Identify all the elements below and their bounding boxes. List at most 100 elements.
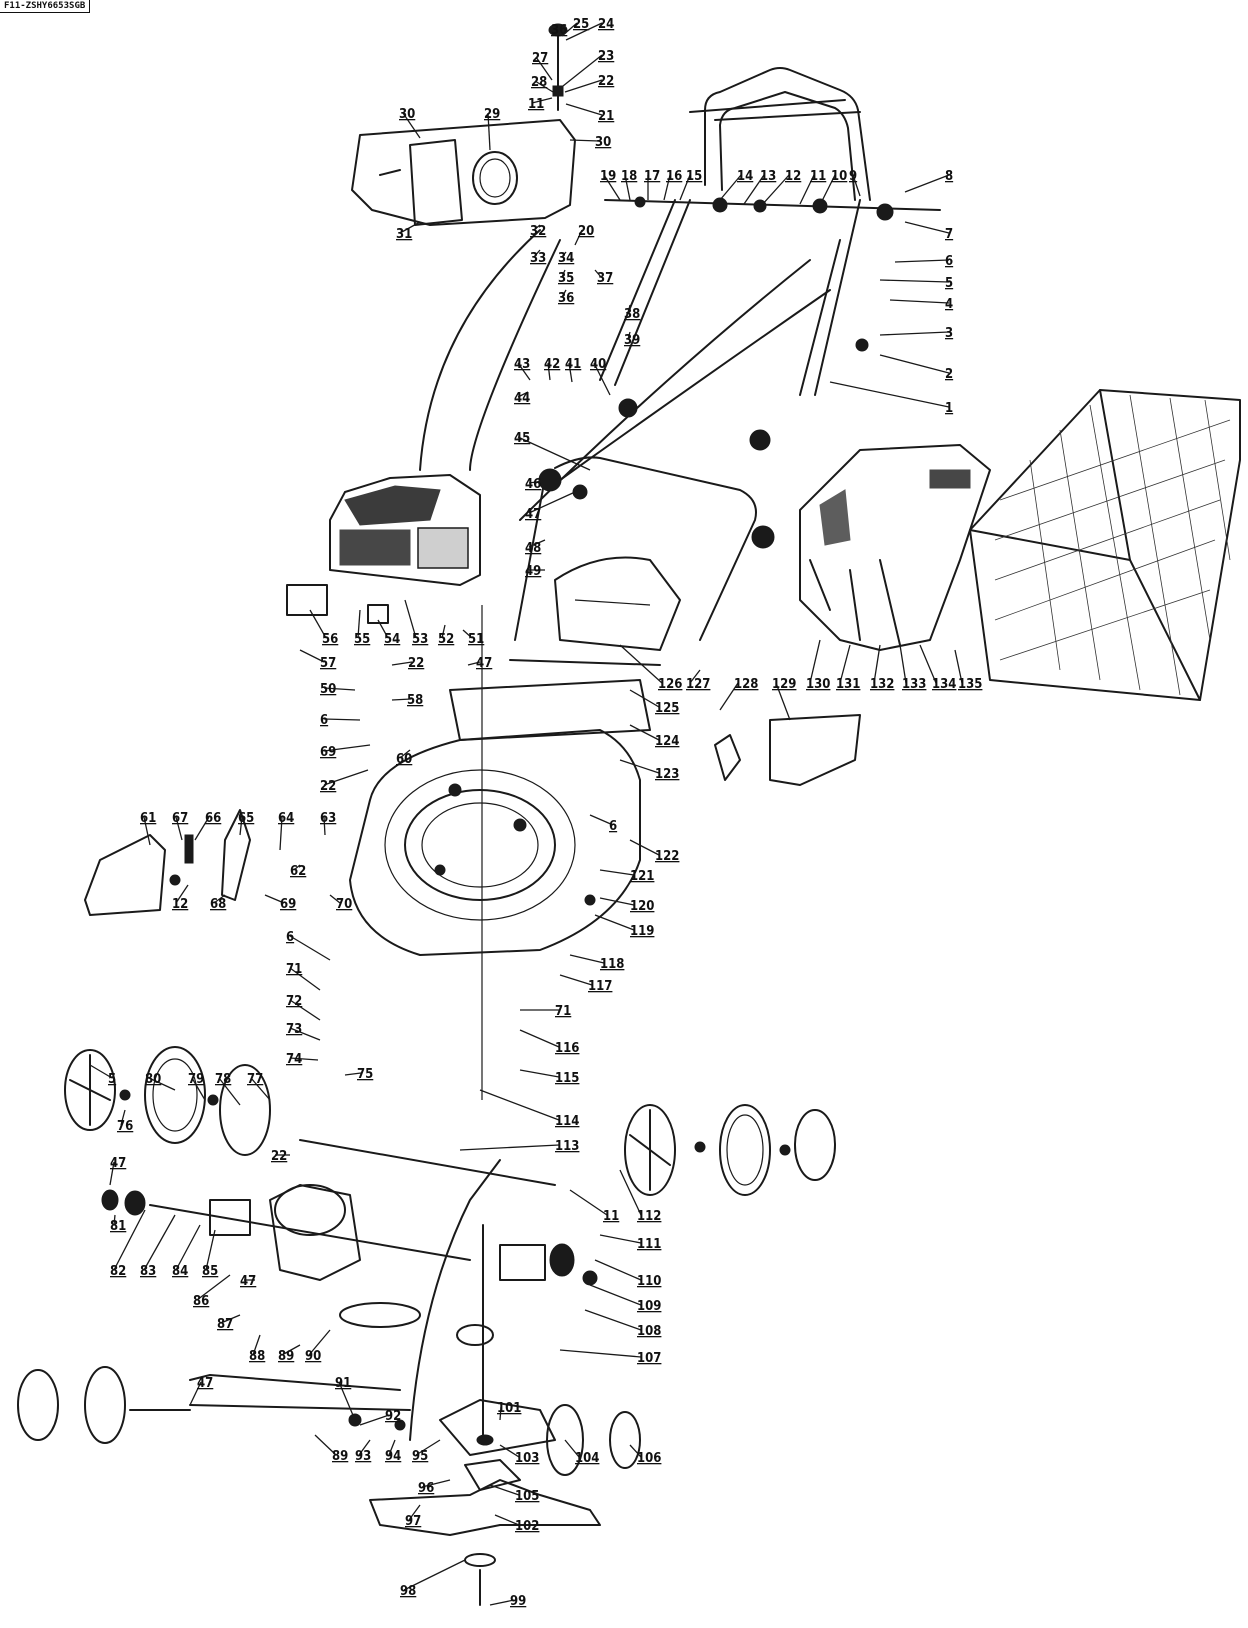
- leader-line: [919, 644, 937, 684]
- leader-line: [569, 954, 605, 964]
- callout-number: 64: [278, 811, 294, 826]
- callout-number: 18: [621, 169, 637, 184]
- leader-line: [175, 1224, 201, 1271]
- callout-number: 105: [515, 1489, 539, 1504]
- leader-line: [564, 79, 603, 93]
- leader-line: [323, 718, 361, 721]
- callout-85: 85: [202, 1229, 218, 1279]
- callout-22: 22: [271, 1149, 290, 1164]
- callout-number: 22: [320, 779, 336, 794]
- callout-number: 116: [555, 1041, 579, 1056]
- callout-number: 41: [565, 357, 581, 372]
- leader-line: [599, 1234, 642, 1244]
- callout-number: 48: [525, 541, 541, 556]
- upper-handle: [599, 67, 941, 418]
- callout-82: 82: [110, 1209, 146, 1279]
- callout-96: 96: [418, 1479, 451, 1496]
- leader-line: [629, 724, 660, 741]
- callout-78: 78: [215, 1072, 241, 1106]
- callout-number: 122: [655, 849, 679, 864]
- callout-number: 47: [110, 1156, 126, 1171]
- callout-number: 104: [575, 1451, 599, 1466]
- callout-number: 94: [385, 1449, 401, 1464]
- callout-number: 15: [686, 169, 702, 184]
- callout-number: 47: [240, 1274, 256, 1289]
- callout-number: 90: [305, 1349, 321, 1364]
- leader-line: [323, 769, 369, 786]
- leader-line: [819, 174, 836, 206]
- leader-line: [191, 1077, 206, 1101]
- callout-22: 22: [391, 656, 424, 671]
- leader-line: [519, 1029, 560, 1048]
- side-discharge: [84, 809, 251, 916]
- callout-number: 83: [140, 1264, 156, 1279]
- callout-number: 114: [555, 1114, 579, 1129]
- callout-135: 135: [954, 649, 982, 692]
- callout-number: 43: [514, 357, 530, 372]
- callout-number: 98: [400, 1584, 416, 1599]
- leader-line: [904, 174, 950, 193]
- callout-47: 47: [525, 491, 576, 522]
- leader-line: [619, 1169, 642, 1216]
- sheet-code: F11-ZSHY6653SGB: [0, 0, 91, 13]
- leader-line: [565, 22, 603, 41]
- callout-114: 114: [479, 1089, 579, 1129]
- leader-line: [594, 269, 602, 278]
- leader-line: [279, 816, 283, 851]
- leader-line: [554, 28, 559, 31]
- callout-127: 127: [686, 669, 710, 692]
- callout-92: 92: [359, 1409, 401, 1426]
- callout-103: 103: [499, 1444, 539, 1466]
- callout-number: 47: [476, 656, 492, 671]
- leader-line: [562, 54, 603, 87]
- callout-number: 9: [849, 169, 857, 184]
- leader-line: [889, 299, 950, 304]
- callout-number: 76: [117, 1119, 133, 1134]
- leader-line: [743, 174, 765, 205]
- callout-number: 65: [238, 811, 254, 826]
- fuel-cover: [554, 556, 681, 651]
- callout-number: 6: [945, 254, 953, 269]
- callout-number: 29: [484, 107, 500, 122]
- leader-line: [629, 839, 660, 856]
- callout-36: 36: [551, 23, 567, 38]
- callout-11: 11: [569, 1189, 619, 1224]
- leader-line: [293, 864, 301, 871]
- leader-line: [689, 669, 701, 684]
- callout-35: 35: [558, 269, 574, 286]
- leader-line: [528, 479, 551, 484]
- callout-number: 135: [958, 677, 982, 692]
- leader-line: [358, 1439, 371, 1456]
- callout-33: 33: [530, 249, 546, 266]
- callout-number: 38: [624, 307, 640, 322]
- callout-number: 87: [217, 1317, 233, 1332]
- callout-number: 44: [514, 391, 530, 406]
- leader-line: [559, 1349, 642, 1358]
- callout-130: 130: [806, 639, 830, 692]
- leader-line: [894, 259, 950, 263]
- callout-63: 63: [320, 811, 336, 836]
- callout-47: 47: [109, 1156, 126, 1186]
- callout-43: 43: [514, 357, 531, 381]
- callout-number: 12: [785, 169, 801, 184]
- callout-120: 120: [599, 897, 654, 914]
- callout-number: 32: [530, 224, 546, 239]
- leader-line: [494, 1514, 520, 1526]
- callout-number: 134: [932, 677, 956, 692]
- callout-65: 65: [238, 811, 254, 836]
- callout-number: 80: [145, 1072, 161, 1087]
- callout-7: 7: [904, 221, 953, 242]
- callout-number: 91: [335, 1376, 351, 1391]
- rear-wheel-left: [64, 1046, 271, 1156]
- leader-line: [239, 816, 243, 836]
- callout-number: 99: [510, 1594, 526, 1609]
- callout-number: 1: [945, 401, 953, 416]
- callout-47: 47: [467, 656, 492, 671]
- callout-69: 69: [264, 894, 296, 912]
- callout-number: 113: [555, 1139, 579, 1154]
- callout-number: 7: [945, 227, 953, 242]
- leader-line: [408, 1504, 421, 1521]
- leader-line: [289, 935, 331, 961]
- leader-line: [589, 1284, 642, 1306]
- leader-line: [323, 687, 356, 691]
